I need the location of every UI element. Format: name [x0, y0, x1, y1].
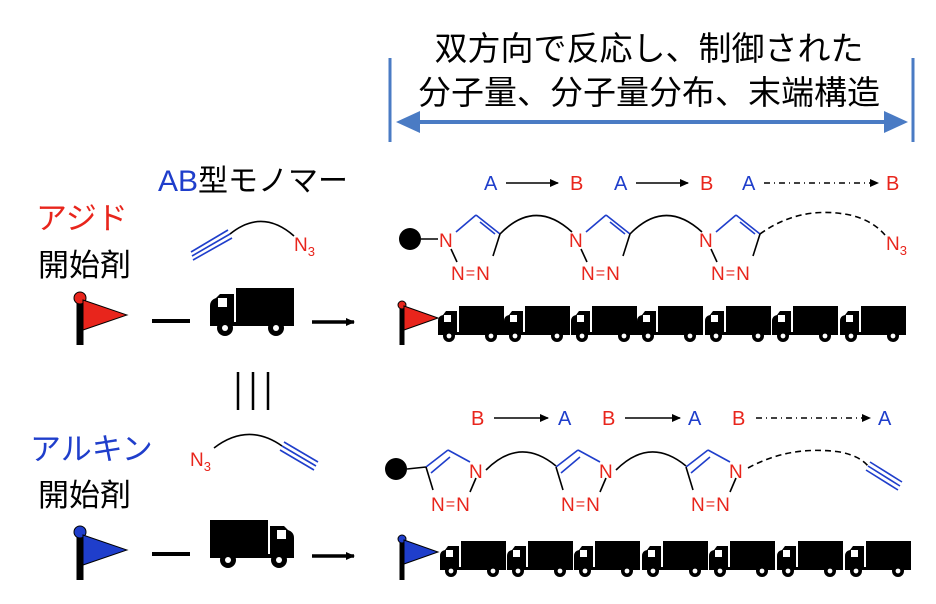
seq-top-3: A — [614, 173, 628, 195]
azide-initiator-role: 開始剤 — [38, 248, 131, 284]
seq-bot-5: B — [732, 408, 745, 430]
ba-monomer-structure: N3 — [190, 433, 319, 474]
alkyne-initiator-role: 開始剤 — [38, 478, 131, 514]
seq-top-2: B — [570, 173, 583, 195]
seq-bot-1: B — [471, 408, 484, 430]
seq-bot-6: A — [878, 408, 892, 430]
alkyne-initiator-name: アルキン — [30, 432, 153, 468]
seq-top-4: B — [700, 173, 713, 195]
polymer-chain-bottom — [397, 534, 911, 580]
ab-monomer-structure: N3 — [190, 220, 315, 261]
polymer-chain-top — [397, 300, 906, 345]
monomer-prefix: AB — [158, 165, 198, 198]
svg-text:N: N — [439, 231, 453, 252]
truck-icon — [210, 288, 294, 336]
triazole-ring: N N=N — [699, 214, 761, 285]
monomer-label: AB型モノマー — [158, 164, 348, 199]
svg-text:N: N — [469, 462, 483, 483]
svg-text:N: N — [569, 231, 583, 252]
svg-text:N: N — [729, 462, 743, 483]
equivalence-icon — [236, 372, 270, 410]
monomer-suffix: 型モノマー — [198, 164, 348, 199]
polymer-structure-bottom: N N=N N N=N N N=N — [385, 449, 903, 516]
header-line-2: 分子量、分子量分布、末端構造 — [418, 73, 880, 112]
seq-bot-2: A — [558, 408, 572, 430]
seq-top-1: A — [484, 173, 498, 195]
svg-text:N: N — [699, 231, 713, 252]
sequence-bottom: B A B A B A — [471, 408, 892, 430]
header-line-1: 双方向で反応し、制御された — [435, 29, 864, 68]
triazole-ring: N N=N — [439, 214, 501, 285]
svg-text:N=N: N=N — [711, 264, 750, 285]
seq-bot-4: A — [688, 408, 702, 430]
azide-initiator-name: アジド — [36, 201, 128, 237]
double-headed-arrow-icon — [388, 58, 915, 142]
seq-top-5: A — [742, 173, 756, 195]
flag-icon — [73, 525, 129, 580]
svg-text:N=N: N=N — [431, 495, 470, 516]
svg-text:N=N: N=N — [561, 495, 600, 516]
truck-icon — [210, 520, 294, 568]
alkyne-end — [865, 461, 903, 491]
monomer-n3-bottom: N3 — [190, 450, 211, 474]
chain-end-n3: N3 — [886, 234, 907, 258]
sequence-top: A B A B A B — [484, 173, 899, 195]
seq-top-6: B — [886, 173, 899, 195]
svg-text:N=N: N=N — [581, 264, 620, 285]
triazole-ring: N N=N — [685, 449, 743, 516]
triazole-ring: N N=N — [425, 449, 483, 516]
triazole-ring: N N=N — [555, 449, 613, 516]
svg-text:N: N — [599, 462, 613, 483]
svg-text:N=N: N=N — [451, 264, 490, 285]
monomer-n3: N3 — [294, 235, 315, 259]
flag-icon — [73, 291, 129, 345]
polymer-structure-top: N N=N N N=N N N=N N3 — [399, 211, 907, 285]
svg-text:N=N: N=N — [691, 495, 730, 516]
seq-bot-3: B — [602, 408, 615, 430]
triazole-ring: N N=N — [569, 214, 631, 285]
